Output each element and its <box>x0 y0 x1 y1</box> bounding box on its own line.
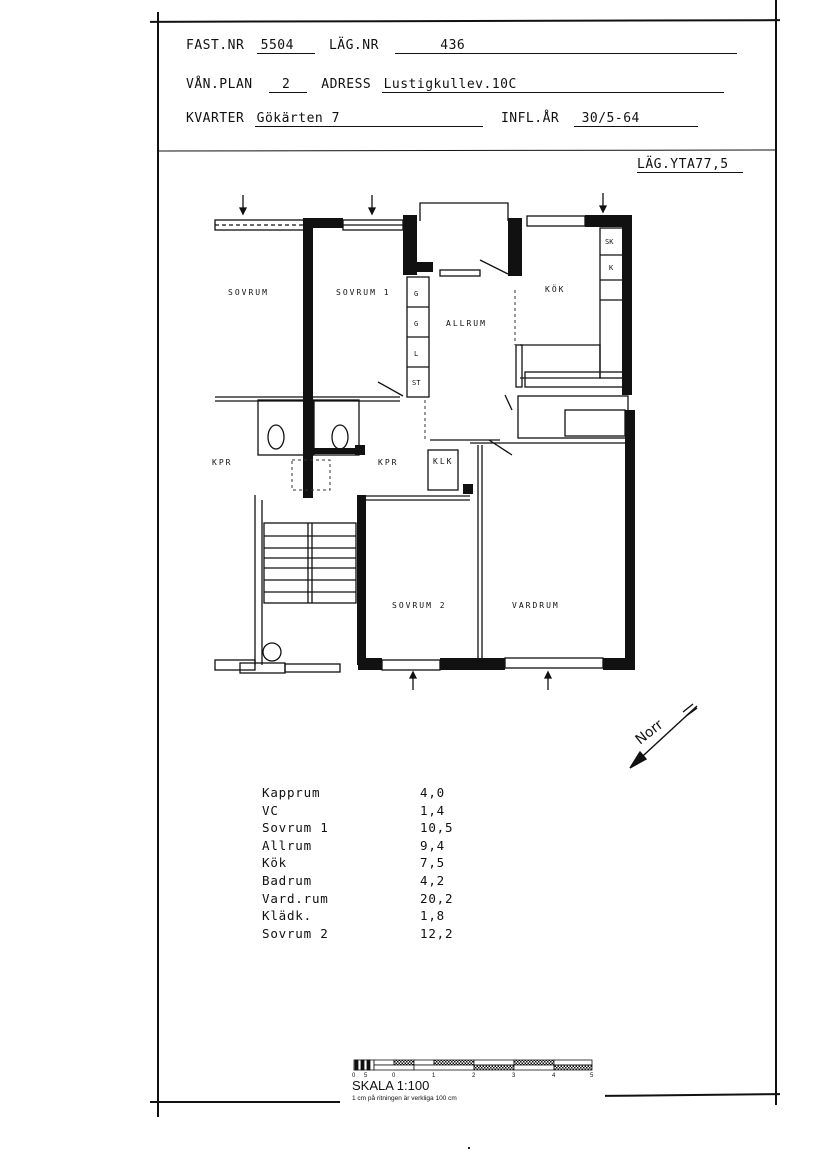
room-label-sovrum-1: SOVRUM 1 <box>336 288 391 297</box>
kitchen-unit-label: K <box>609 264 614 272</box>
area-value: 4,0 <box>420 785 445 800</box>
room-label-allrum: ALLRUM <box>446 319 487 328</box>
area-row: Allrum 9,4 <box>262 837 480 855</box>
area-name: Sovrum 2 <box>262 925 329 941</box>
closet-label: G <box>414 290 418 298</box>
fast-nr-label: FAST.NR <box>186 38 245 53</box>
room-label-kpr-right: KPR <box>378 458 398 467</box>
area-value: 12,2 <box>420 925 454 941</box>
north-label: Norr <box>633 717 667 748</box>
kvarter-label: KVARTER <box>186 111 245 126</box>
area-value: 1,4 <box>420 802 445 818</box>
closet-label: G <box>414 320 418 328</box>
closet-label: ST <box>412 379 421 387</box>
frame-left-line <box>157 12 159 1117</box>
scale-tick: 0 <box>392 1073 396 1079</box>
scale-tick: 5 <box>590 1073 594 1079</box>
room-label-sovrum: SOVRUM <box>228 288 269 297</box>
room-label-sovrum-2: SOVRUM 2 <box>392 601 447 610</box>
area-name: Allrum <box>262 837 312 853</box>
room-label-kok: KÖK <box>545 284 565 294</box>
area-value: 20,2 <box>420 890 454 906</box>
infl-ar-label: INFL.ÅR <box>500 111 560 126</box>
area-value: 9,4 <box>420 837 445 853</box>
area-name: Kapprum <box>262 785 321 800</box>
area-name: Kök <box>262 855 287 871</box>
scale-tick: 3 <box>512 1073 516 1079</box>
area-value: 10,5 <box>420 820 454 836</box>
scale-tick: 2 <box>472 1073 476 1079</box>
scale-bar: 0 5 0 1 2 3 4 5 <box>352 1059 594 1079</box>
area-value: 1,8 <box>420 908 445 924</box>
area-row: Badrum 4,2 <box>262 872 480 890</box>
area-name: Badrum <box>262 872 312 888</box>
kvarter-field[interactable]: Gökärten 7 <box>254 110 483 127</box>
infl-ar-field[interactable]: 30/5-64 <box>573 110 698 127</box>
area-name: Klädk. <box>262 908 312 924</box>
area-row: Kök 7,5 <box>262 854 480 872</box>
area-row: Sovrum 1 10,5 <box>262 819 480 837</box>
van-plan-label: VÅN.PLAN <box>186 77 253 92</box>
area-name: Sovrum 1 <box>262 820 329 836</box>
header-row-1: FAST.NR 5504 LÄG.NR 436 <box>186 37 738 54</box>
scale-tick: 5 <box>364 1073 368 1079</box>
area-row: Sovrum 2 12,2 <box>262 925 480 943</box>
lag-nr-label: LÄG.NR <box>328 38 379 53</box>
scale-tick: 4 <box>552 1073 556 1079</box>
header-row-2: VÅN.PLAN 2 ADRESS Lustigkullev.10C <box>186 76 724 93</box>
van-plan-field[interactable]: 2 <box>268 76 307 93</box>
area-row: VC 1,4 <box>262 802 480 820</box>
adress-field[interactable]: Lustigkullev.10C <box>381 76 724 93</box>
lag-yta: LÄG.YTA77,5 <box>637 157 743 173</box>
north-arrow-icon: Norr <box>629 703 698 769</box>
room-label-vardrum: VARDRUM <box>512 601 560 610</box>
scale-title: SKALA 1:100 <box>352 1078 430 1093</box>
lag-yta-label: LÄG.YTA <box>637 157 696 173</box>
lag-yta-value: 77,5 <box>695 157 743 173</box>
area-value: 4,2 <box>420 872 445 888</box>
adress-label: ADRESS <box>321 77 372 92</box>
stray-dot <box>468 1147 470 1149</box>
area-row: Vard.rum 20,2 <box>262 890 480 908</box>
scale-tick: 0 <box>352 1073 356 1079</box>
area-row: Kapprum 4,0 <box>262 784 480 802</box>
fast-nr-field[interactable]: 5504 <box>256 37 315 54</box>
lag-nr-field[interactable]: 436 <box>395 37 738 54</box>
frame-right-line <box>775 0 777 1105</box>
area-row: Klädk. 1,8 <box>262 907 480 925</box>
scale-tick: 1 <box>432 1073 436 1079</box>
kitchen-unit-label: SK <box>605 238 614 246</box>
area-value: 7,5 <box>420 855 445 871</box>
area-name: VC <box>262 802 279 818</box>
header-row-3: KVARTER Gökärten 7 INFL.ÅR 30/5-64 <box>186 110 698 127</box>
room-label-klk: KLK <box>433 457 453 466</box>
closet-label: L <box>414 350 418 358</box>
area-name: Vard.rum <box>262 890 329 906</box>
room-label-kpr-left: KPR <box>212 458 232 467</box>
scale-subtitle: 1 cm på ritningen är verkliga 100 cm <box>352 1095 457 1102</box>
frame-bottom-left-line <box>150 1101 340 1103</box>
